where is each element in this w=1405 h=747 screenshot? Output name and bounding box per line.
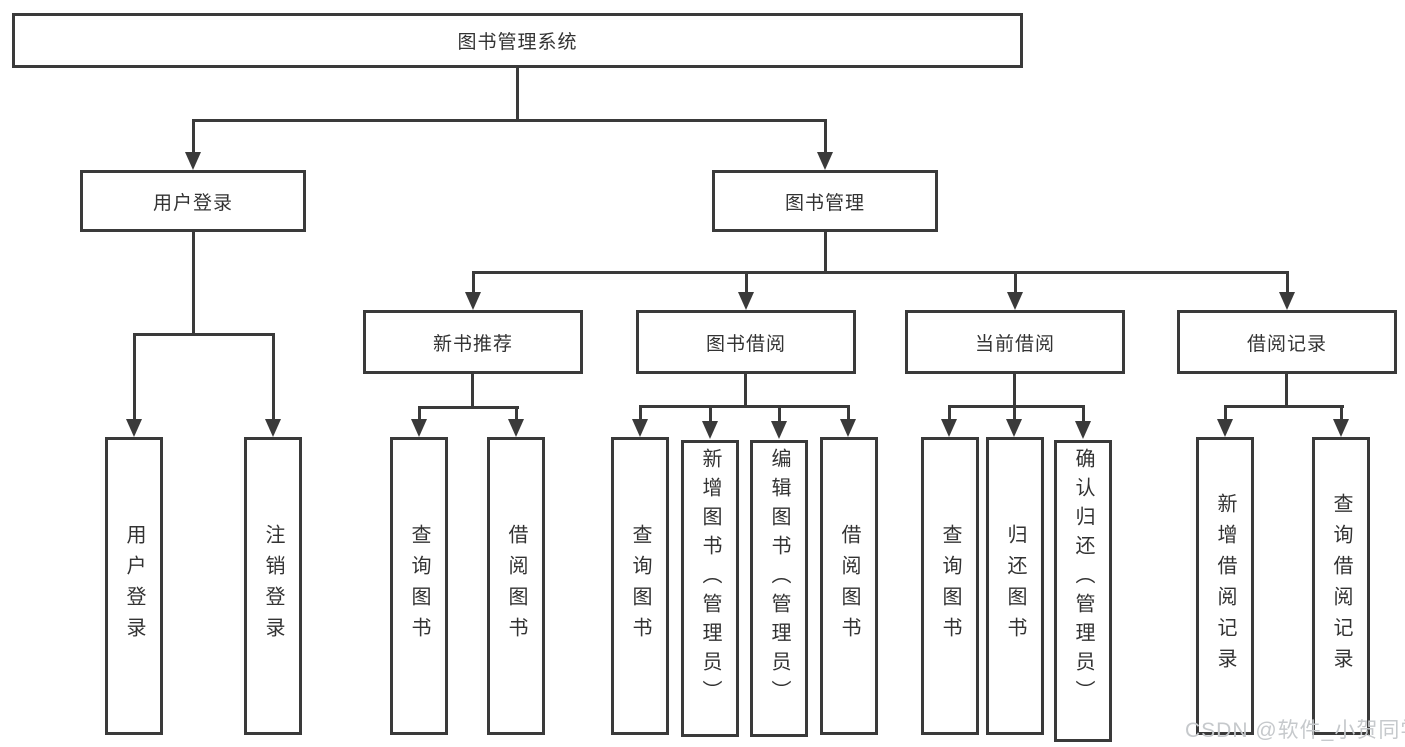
arrow-leaf-user-login	[126, 419, 142, 437]
connector-book-borrowing-stem	[744, 374, 747, 408]
connector-new-book-drop	[472, 271, 475, 293]
leaf-label: 新增借阅记录	[1214, 493, 1236, 679]
connector-query-books2-drop	[639, 405, 642, 422]
arrow-return-books	[1006, 419, 1022, 437]
node-new-book-recommendation: 新书推荐	[363, 310, 583, 374]
connector-book-borrowing-hline	[639, 405, 850, 408]
connector-leaf-logout-drop	[272, 333, 275, 421]
leaf-label: 归还图书	[1004, 524, 1026, 648]
connector-borrowing-records-hline	[1224, 405, 1344, 408]
leaf-label: 借阅图书	[838, 524, 860, 648]
leaf-label: 借阅图书	[505, 524, 527, 648]
leaf-return-books: 归还图书	[986, 437, 1044, 735]
node-borrowing-records: 借阅记录	[1177, 310, 1397, 374]
node-user-login: 用户登录	[80, 170, 306, 232]
arrow-confirm-return-admin	[1075, 421, 1091, 439]
leaf-user-login: 用户登录	[105, 437, 163, 735]
node-label: 图书管理系统	[457, 32, 578, 53]
leaf-query-books-1: 查询图书	[390, 437, 448, 735]
leaf-query-borrow-record: 查询借阅记录	[1312, 437, 1370, 735]
arrow-query-books-2	[632, 419, 648, 437]
arrow-book-borrowing	[738, 292, 754, 310]
csdn-watermark: CSDN @软件_小贺同学	[1185, 719, 1405, 742]
connector-query-books3-drop	[948, 405, 951, 422]
connector-user-login-hline	[133, 333, 275, 336]
leaf-logout: 注销登录	[244, 437, 302, 735]
node-label: 用户登录	[152, 192, 233, 214]
connector-current-borrowing-drop	[1014, 271, 1017, 293]
arrow-borrowing-records	[1279, 292, 1295, 310]
connector-current-borrowing-hline	[948, 405, 1085, 408]
connector-current-borrowing-stem	[1013, 374, 1016, 408]
node-label: 图书借阅	[705, 333, 786, 355]
arrow-query-borrow-record	[1333, 419, 1349, 437]
connector-borrow-books1-drop	[515, 406, 518, 422]
leaf-confirm-return-admin: 确认归还（管理员）	[1054, 440, 1112, 742]
connector-query-books1-drop	[418, 406, 421, 422]
node-current-borrowing: 当前借阅	[905, 310, 1125, 374]
connector-confirm-return-drop	[1082, 405, 1085, 422]
connector-add-record-drop	[1224, 405, 1227, 422]
leaf-label: 查询图书	[408, 524, 430, 648]
leaf-label: 查询借阅记录	[1330, 493, 1352, 679]
leaf-edit-book-admin: 编辑图书（管理员）	[750, 440, 808, 737]
connector-book-management-hline	[472, 271, 1289, 274]
leaf-label: 查询图书	[629, 524, 651, 648]
connector-new-book-hline	[418, 406, 519, 409]
arrow-borrow-books-1	[508, 419, 524, 437]
connector-add-book-drop	[709, 405, 712, 422]
connector-book-borrowing-drop	[745, 271, 748, 293]
node-label: 借阅记录	[1246, 333, 1327, 355]
connector-edit-book-drop	[778, 405, 781, 422]
leaf-add-borrow-record: 新增借阅记录	[1196, 437, 1254, 735]
leaf-label: 查询图书	[939, 524, 961, 648]
connector-new-book-stem	[471, 374, 474, 409]
arrow-leaf-logout	[265, 419, 281, 437]
node-book-management: 图书管理	[712, 170, 938, 232]
connector-borrowing-records-stem	[1285, 374, 1288, 408]
node-label: 当前借阅	[974, 333, 1055, 355]
connector-borrowing-records-drop	[1286, 271, 1289, 293]
leaf-label: 确认归还（管理员）	[1072, 448, 1094, 709]
connector-book-management-drop	[824, 119, 827, 154]
leaf-label: 编辑图书（管理员）	[768, 448, 790, 709]
connector-root-stem	[516, 68, 519, 122]
leaf-borrow-books-2: 借阅图书	[820, 437, 878, 735]
leaf-label: 新增图书（管理员）	[699, 448, 721, 709]
arrow-current-borrowing	[1007, 292, 1023, 310]
leaf-borrow-books-1: 借阅图书	[487, 437, 545, 735]
arrow-query-books-3	[941, 419, 957, 437]
leaf-query-books-3: 查询图书	[921, 437, 979, 735]
connector-user-login-stem	[192, 232, 195, 336]
arrow-book-management	[817, 152, 833, 170]
leaf-query-books-2: 查询图书	[611, 437, 669, 735]
node-library-management-system: 图书管理系统	[12, 13, 1023, 68]
connector-book-management-stem	[824, 232, 827, 274]
connector-return-books-drop	[1013, 405, 1016, 422]
connector-root-hline	[192, 119, 827, 122]
arrow-edit-book-admin	[771, 421, 787, 439]
connector-query-record-drop	[1340, 405, 1343, 422]
connector-leaf-user-login-drop	[133, 333, 136, 421]
arrow-borrow-books-2	[840, 419, 856, 437]
arrow-query-books-1	[411, 419, 427, 437]
connector-user-login-drop	[192, 119, 195, 154]
leaf-label: 用户登录	[123, 524, 145, 648]
leaf-label: 注销登录	[262, 524, 284, 648]
node-label: 新书推荐	[432, 333, 513, 355]
arrow-new-book-recommendation	[465, 292, 481, 310]
node-label: 图书管理	[784, 192, 865, 214]
arrow-add-borrow-record	[1217, 419, 1233, 437]
arrow-user-login	[185, 152, 201, 170]
leaf-add-book-admin: 新增图书（管理员）	[681, 440, 739, 737]
connector-borrow-books2-drop	[847, 405, 850, 422]
node-book-borrowing: 图书借阅	[636, 310, 856, 374]
arrow-add-book-admin	[702, 421, 718, 439]
